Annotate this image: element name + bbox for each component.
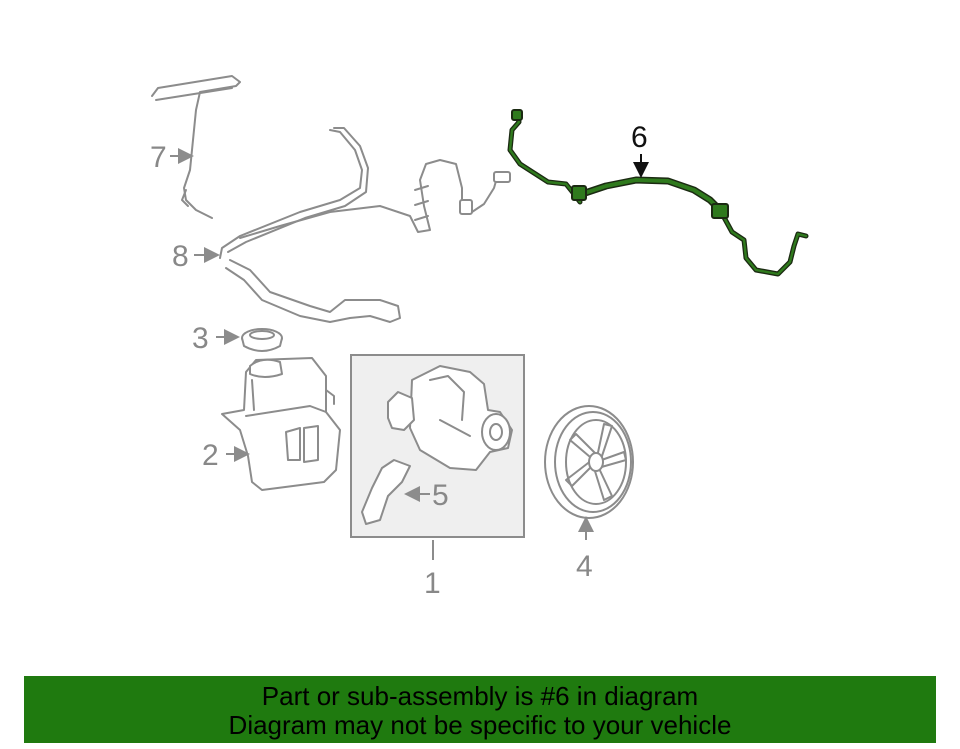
part-7-line — [151, 75, 241, 219]
callout-6: 6 — [631, 121, 648, 154]
part-6-pressure-hose — [507, 109, 809, 277]
callout-8: 8 — [172, 240, 189, 273]
part-2-reservoir — [221, 357, 341, 491]
callout-3: 3 — [192, 322, 209, 355]
part-8-line — [219, 127, 511, 323]
callout-5: 5 — [432, 479, 449, 512]
part-3-cap — [241, 328, 283, 352]
info-banner: Part or sub-assembly is #6 in diagram Di… — [24, 676, 936, 743]
parts-diagram: 7 8 6 3 2 — [150, 75, 809, 600]
banner-line-2: Diagram may not be specific to your vehi… — [228, 710, 732, 740]
part-1-pump-box — [350, 354, 525, 538]
banner-line-1: Part or sub-assembly is #6 in diagram — [261, 681, 699, 711]
callout-7: 7 — [150, 141, 167, 174]
callout-2: 2 — [202, 439, 219, 472]
part-4-pulley — [544, 405, 634, 519]
callout-4: 4 — [576, 550, 593, 583]
callout-1: 1 — [424, 567, 441, 600]
